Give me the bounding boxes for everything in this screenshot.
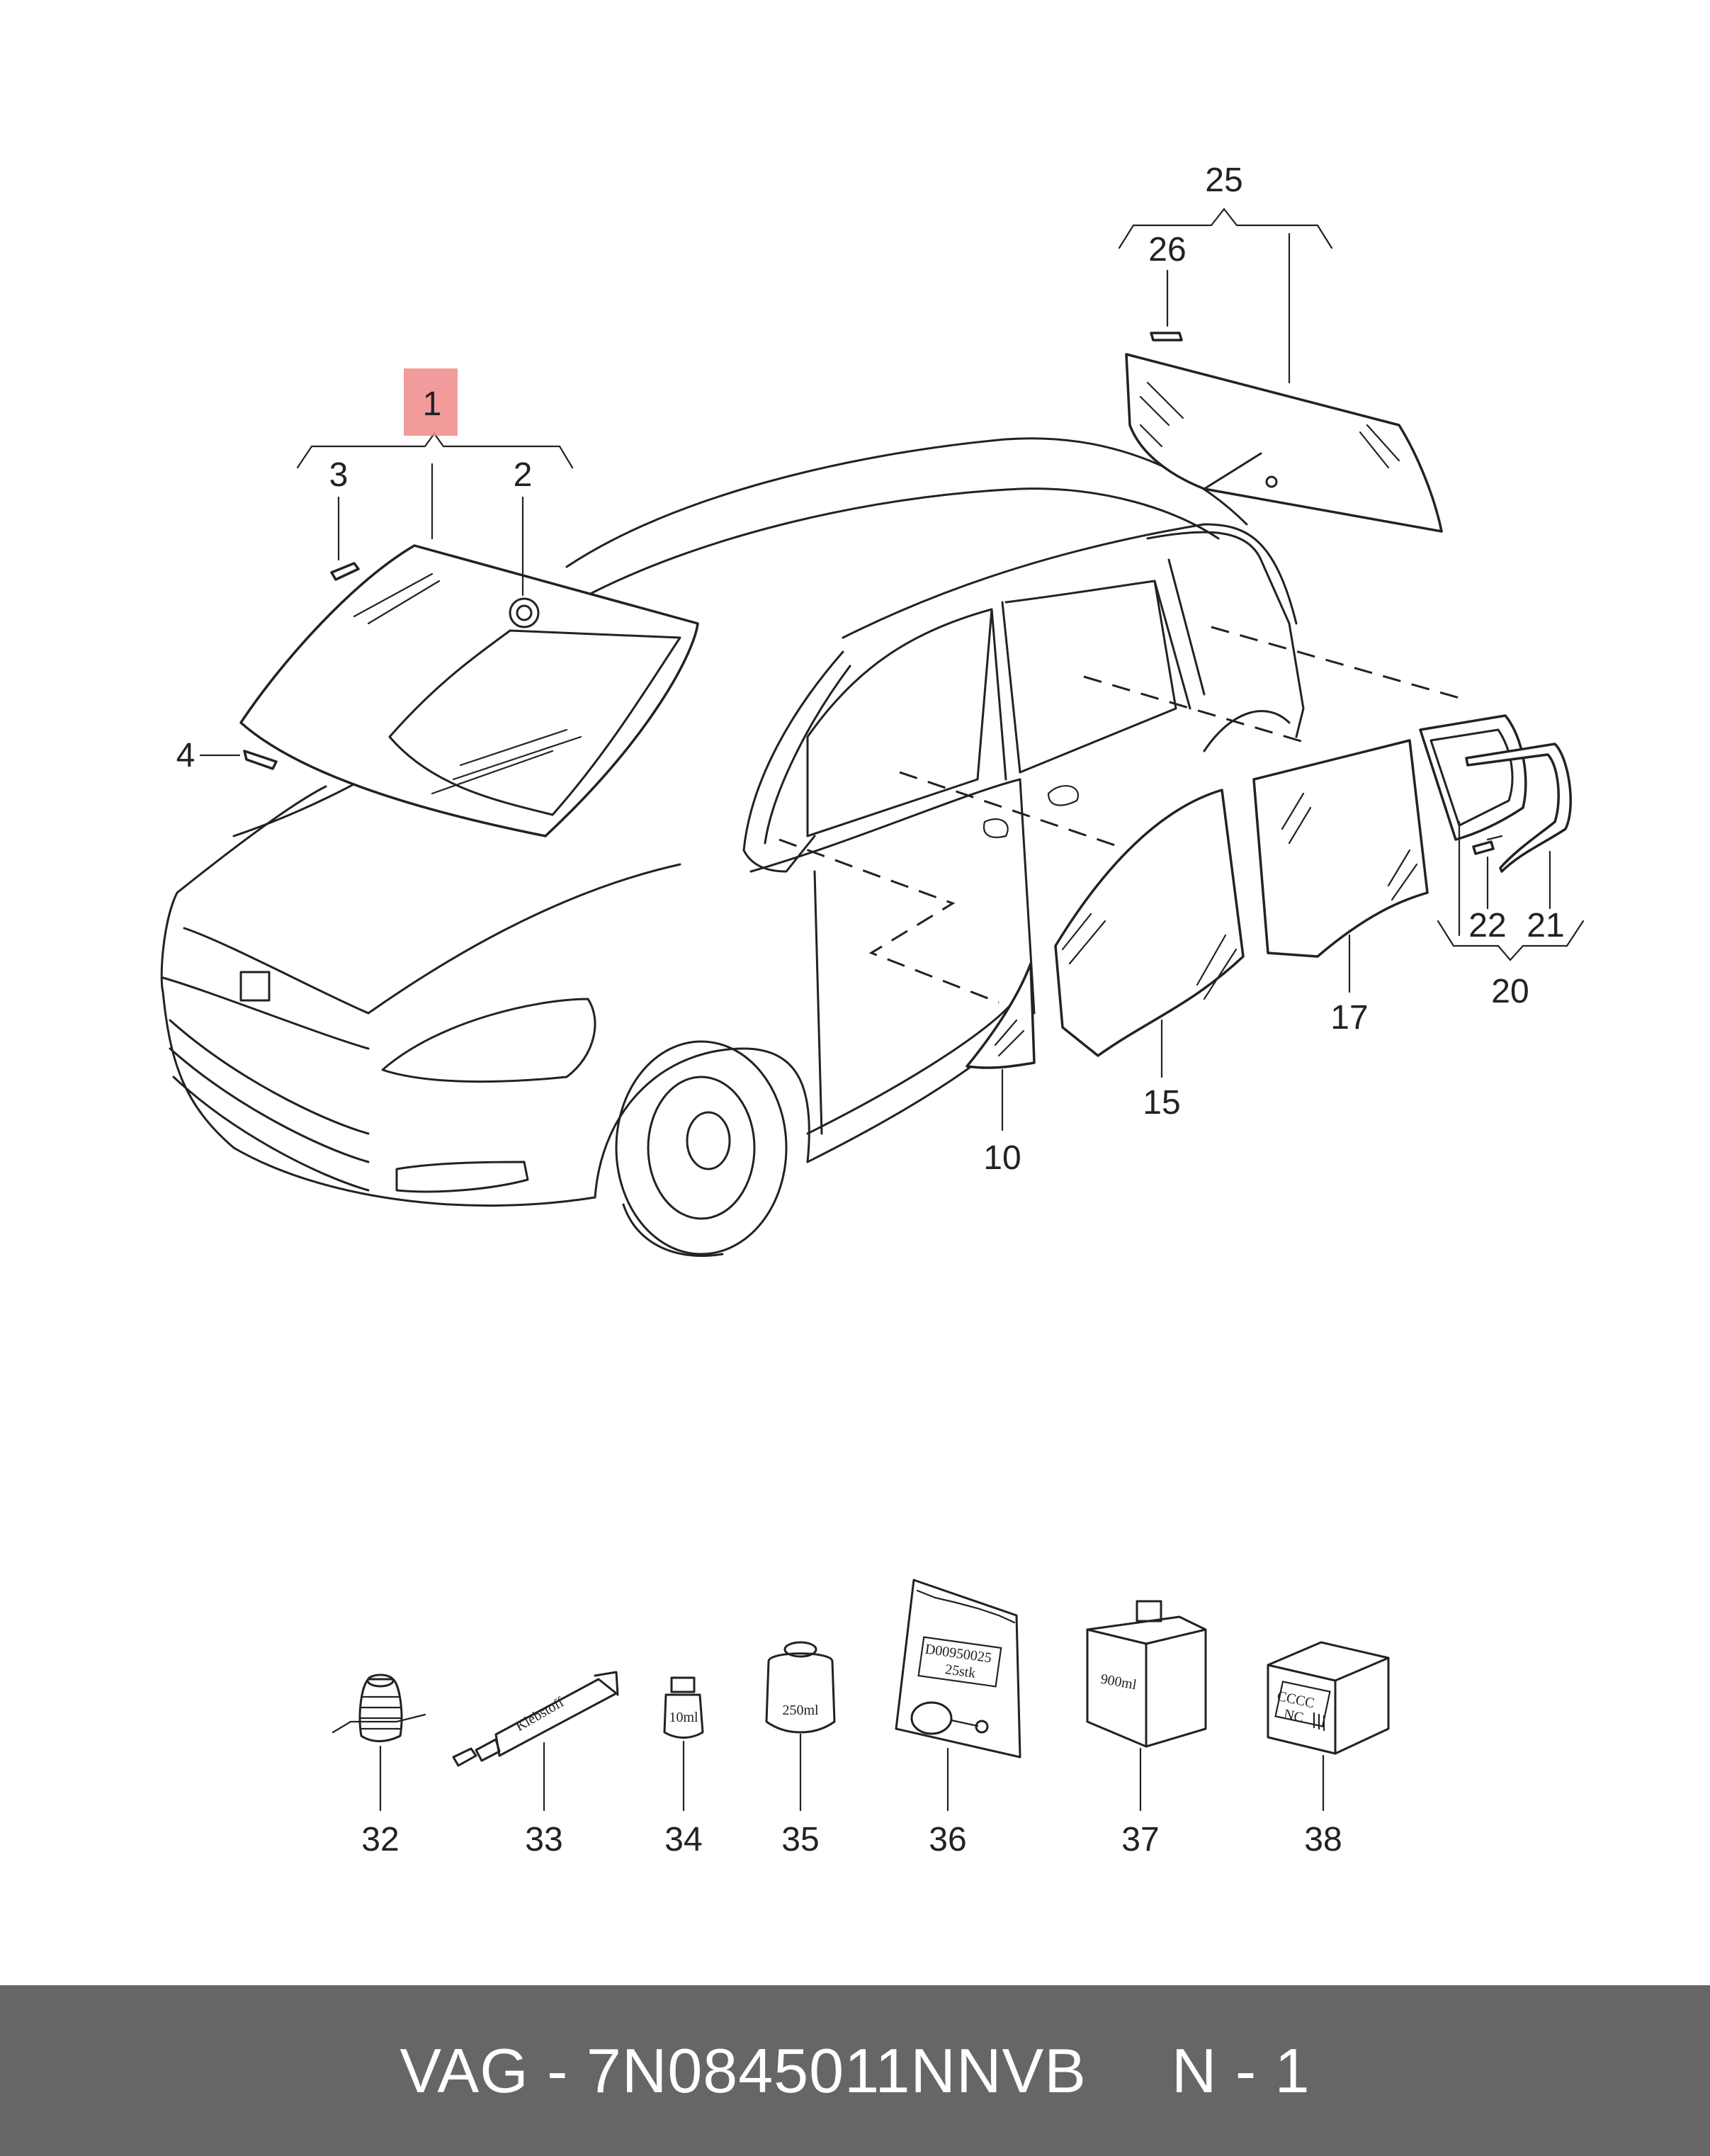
adhesive-tube[interactable]: Klebstoff [452, 1671, 619, 1767]
box-label-2: NC [1282, 1706, 1305, 1725]
callout-32: 32 [361, 1821, 399, 1858]
adhesive-kit-box[interactable]: CCCC NC [1267, 1641, 1390, 1755]
callout-25: 25 [1205, 162, 1242, 199]
callout-4: 4 [176, 737, 196, 774]
callout-26: 26 [1148, 231, 1186, 269]
callout-34: 34 [664, 1821, 702, 1858]
page-indicator: N - 1 [1171, 2035, 1310, 2106]
accessory-callout-numbers: 32 33 34 35 36 37 38 [361, 1821, 1342, 1858]
callout-20: 20 [1491, 973, 1529, 1010]
bottle-label: 10ml [669, 1710, 698, 1725]
callout-36: 36 [929, 1821, 966, 1858]
callout-35: 35 [781, 1821, 819, 1858]
quarter-vent-glass[interactable] [966, 962, 1036, 1069]
parts-diagram: 1 3 2 4 25 26 10 15 17 20 22 21 Klebstof… [160, 162, 1585, 1858]
callout-38: 38 [1304, 1821, 1342, 1858]
tube-label: Klebstoff [513, 1694, 567, 1734]
rear-quarter-glass-frame[interactable] [1419, 714, 1527, 841]
canister-label: 900ml [1099, 1671, 1138, 1693]
rear-window-clip[interactable] [1150, 332, 1183, 342]
can-label: 250ml [782, 1703, 819, 1718]
callout-highlight [404, 368, 458, 436]
rear-quarter-glass[interactable] [1465, 743, 1572, 873]
callout-37: 37 [1121, 1821, 1159, 1858]
callout-3: 3 [329, 456, 349, 494]
rear-window-glass[interactable] [1125, 353, 1443, 533]
callout-22: 22 [1468, 907, 1506, 944]
grommet-accessory[interactable] [332, 1674, 426, 1742]
callout-17: 17 [1330, 999, 1368, 1037]
callout-1: 1 [423, 385, 442, 423]
vehicle-outline [160, 437, 1305, 1257]
callout-10: 10 [983, 1139, 1021, 1177]
front-door-glass[interactable] [1054, 789, 1245, 1057]
part-number-footer: VAG - 7N0845011NNVB N - 1 [0, 1985, 1710, 2156]
callout-numbers: 1 3 2 4 25 26 10 15 17 20 22 21 [176, 162, 1565, 1177]
primer-can[interactable]: 250ml [765, 1641, 836, 1734]
windshield-assembly[interactable] [239, 544, 699, 837]
cleaner-canister[interactable]: 900ml [1086, 1600, 1207, 1748]
primer-bottle-small[interactable]: 10ml [663, 1676, 704, 1739]
rear-door-glass[interactable] [1252, 739, 1429, 958]
mounting-wedge[interactable] [243, 750, 278, 770]
rain-sensor[interactable] [509, 597, 540, 628]
retaining-clip[interactable] [330, 562, 360, 581]
callout-33: 33 [525, 1821, 562, 1858]
fastener-bag[interactable]: D00950025 25stk [895, 1579, 1021, 1759]
assembly-guide-lines [778, 626, 1460, 1004]
rear-quarter-clip[interactable] [1472, 840, 1495, 855]
bag-qty: 25stk [944, 1661, 977, 1681]
callout-2: 2 [514, 456, 533, 494]
part-number-text: VAG - 7N0845011NNVB [400, 2035, 1087, 2106]
callout-21: 21 [1527, 907, 1564, 944]
callout-15: 15 [1143, 1084, 1180, 1122]
